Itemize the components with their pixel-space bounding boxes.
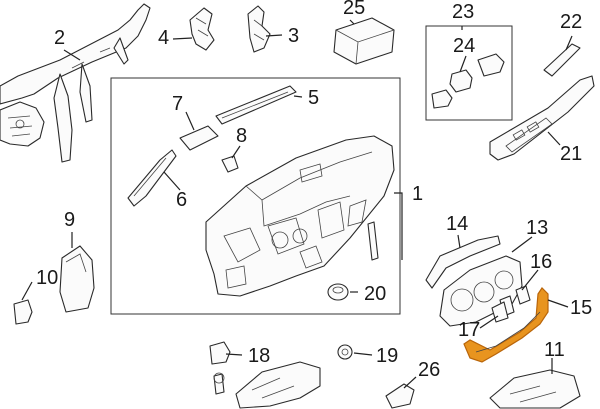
callout-21: 21 (560, 143, 582, 165)
part-lower-housing (235, 361, 321, 409)
callout-7: 7 (172, 93, 183, 115)
part-26 (385, 383, 415, 409)
part-console-11 (489, 369, 581, 409)
callout-14: 14 (446, 213, 468, 235)
part-module-25 (333, 17, 395, 65)
part-panel-7 (179, 125, 219, 151)
callout-16: 16 (530, 251, 552, 273)
part-endcap-9 (59, 245, 95, 313)
callout-18: 18 (248, 345, 270, 367)
part-grommet-19 (337, 344, 353, 360)
callout-2: 2 (54, 27, 65, 49)
part-15-highlighted[interactable] (463, 287, 549, 363)
callout-20: 20 (364, 283, 386, 305)
callout-15: 15 (570, 297, 592, 319)
callout-5: 5 (308, 87, 319, 109)
part-cross-beam (0, 3, 151, 163)
callout-17: 17 (458, 319, 480, 341)
part-bracket-3 (247, 5, 271, 53)
callout-1: 1 (412, 183, 423, 205)
part-strip-6 (127, 149, 177, 207)
part-switch-24 (431, 53, 505, 109)
part-cluster-13 (439, 255, 523, 327)
callout-10: 10 (36, 267, 58, 289)
group-box-1 (110, 77, 401, 315)
callout-9: 9 (64, 209, 75, 231)
callout-23: 23 (452, 1, 474, 23)
part-strip-5 (215, 85, 297, 125)
callout-8: 8 (236, 125, 247, 147)
callout-13: 13 (526, 217, 548, 239)
leader-lines (21, 19, 573, 389)
callout-11: 11 (544, 339, 565, 361)
callout-26: 26 (418, 359, 440, 381)
part-dashboard-1 (205, 135, 395, 297)
group-box-23 (425, 25, 513, 121)
part-clip-10 (13, 299, 33, 325)
part-trim-22 (543, 43, 581, 77)
callout-labels: 2 4 3 25 23 24 22 5 7 8 6 1 21 9 10 14 1… (36, 0, 592, 381)
callout-22: 22 (560, 11, 582, 33)
part-knob-20 (327, 283, 349, 301)
callout-4: 4 (158, 27, 169, 49)
part-clip-8 (221, 155, 239, 173)
callout-25: 25 (343, 0, 365, 19)
part-bracket-small (367, 221, 379, 261)
callout-19: 19 (376, 345, 398, 367)
part-cover-14 (425, 235, 501, 289)
callout-6: 6 (176, 189, 187, 211)
part-trim-panel-21 (489, 75, 595, 161)
callout-24: 24 (453, 35, 475, 57)
part-clip-18 (209, 341, 231, 395)
part-bracket-4 (189, 7, 215, 51)
callout-3: 3 (288, 25, 299, 47)
